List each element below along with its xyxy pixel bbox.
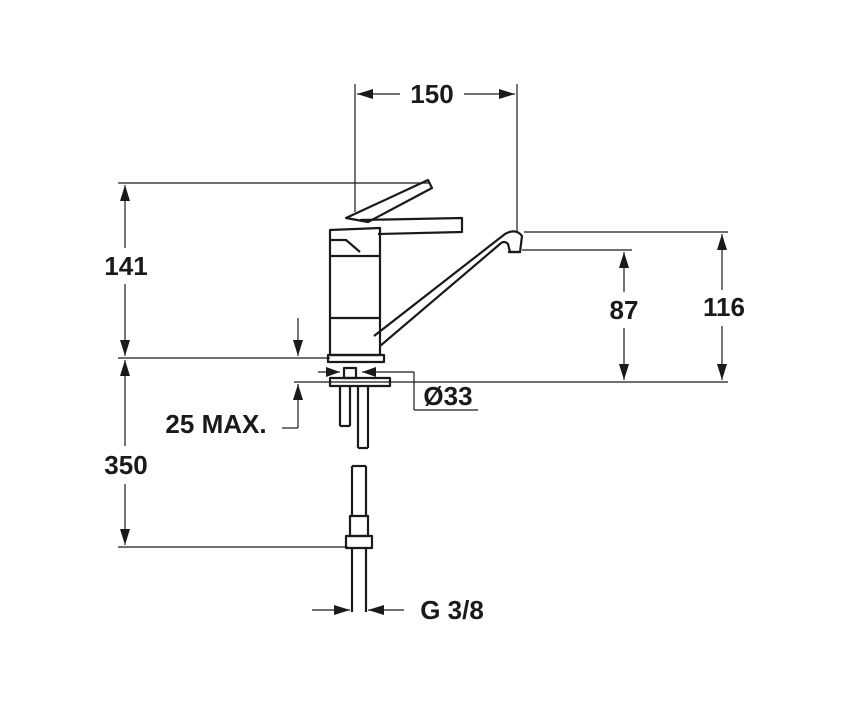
faucet-body <box>326 178 524 612</box>
lever-handle <box>344 178 434 224</box>
dimension-deck-thickness: 25 MAX. <box>165 409 266 439</box>
dimension-hose-length: 350 <box>104 450 147 480</box>
hose-connector-nut <box>344 534 374 550</box>
dimension-spout-reach: 150 <box>410 79 453 109</box>
dimension-thread: G 3/8 <box>420 595 484 625</box>
dimension-labels: 150 141 116 87 350 25 MAX. Ø33 G 3/8 <box>104 79 745 625</box>
mixer-head <box>328 226 382 258</box>
dimension-hole-diameter: Ø33 <box>423 381 472 411</box>
dimension-spout-clearance: 87 <box>610 295 639 325</box>
main-column <box>328 256 382 357</box>
dimension-lines <box>118 84 728 615</box>
base-plate <box>326 353 386 364</box>
dimension-total-height: 141 <box>104 251 147 281</box>
hose-ferrule <box>348 514 370 538</box>
mounting-washer <box>328 376 392 388</box>
spout <box>373 230 524 347</box>
handle-top-plate <box>359 216 464 236</box>
fixing-nut <box>342 366 358 380</box>
dimension-spout-height: 116 <box>703 292 745 322</box>
